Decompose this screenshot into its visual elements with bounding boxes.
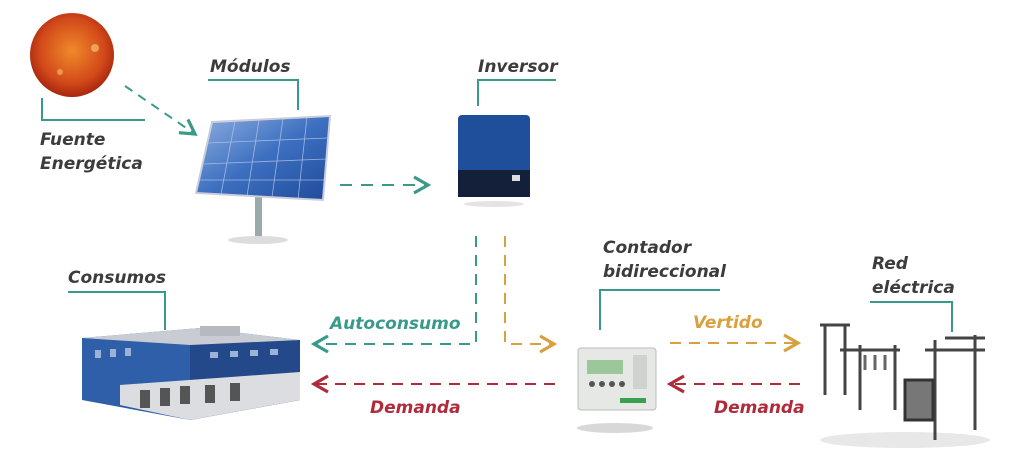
- source-bracket: [41, 98, 145, 121]
- self-consumption-arrow: [310, 236, 477, 354]
- meter-bracket: [599, 289, 720, 330]
- source-label-line2: Energética: [40, 154, 143, 174]
- grid-label: Red eléctrica: [872, 252, 955, 300]
- building-icon: [82, 326, 300, 420]
- inverter-bracket: [477, 79, 556, 106]
- grid-bracket: [870, 301, 953, 332]
- sun-icon: [30, 13, 114, 97]
- meter-label-line1: Contador: [603, 238, 692, 258]
- export-label: Vertido: [693, 313, 763, 333]
- sun-to-panel-arrow: [124, 85, 198, 136]
- demand-right-label: Demanda: [714, 398, 805, 418]
- substation-icon: [820, 323, 990, 448]
- grid-label-line2: eléctrica: [872, 278, 955, 298]
- inverter-label: Inversor: [478, 57, 558, 77]
- meter-label: Contador bidireccional: [603, 236, 726, 284]
- inverter-icon: [458, 115, 530, 207]
- source-label-line1: Fuente: [40, 130, 106, 150]
- meter-label-line2: bidireccional: [603, 262, 726, 282]
- modules-bracket: [208, 79, 299, 110]
- inverter-to-meter-arrow: [504, 236, 558, 354]
- consumption-label: Consumos: [68, 268, 166, 288]
- grid-label-line1: Red: [872, 254, 908, 274]
- source-label: Fuente Energética: [40, 128, 143, 176]
- demand-left-label: Demanda: [370, 398, 461, 418]
- modules-label: Módulos: [210, 57, 291, 77]
- solar-panel-icon: [194, 114, 332, 244]
- bidirectional-meter-icon: [577, 347, 657, 433]
- self-consumption-label: Autoconsumo: [330, 314, 461, 334]
- consumption-bracket: [68, 291, 166, 330]
